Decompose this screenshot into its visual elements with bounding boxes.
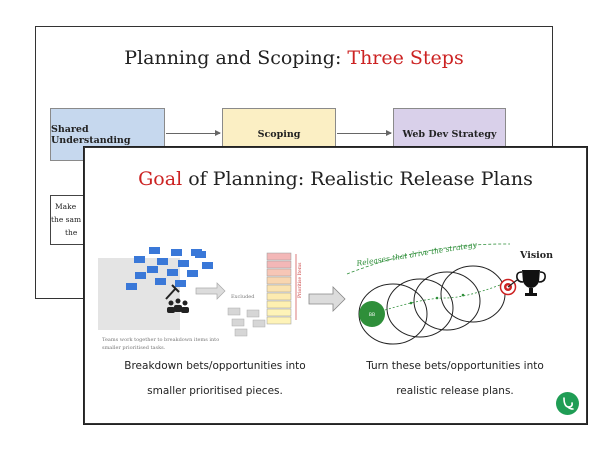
backlog-panel bbox=[98, 258, 180, 330]
step-1-label: Shared Understanding bbox=[51, 123, 131, 146]
team-note-1: Teams work together to breakdown items i… bbox=[102, 337, 219, 343]
step-shared-understanding: Shared Understanding bbox=[50, 108, 165, 161]
front-title-main: of Planning: Realistic Release Plans bbox=[182, 168, 533, 190]
release-points bbox=[409, 293, 465, 305]
vision-label: Vision bbox=[519, 250, 553, 261]
right-caption-line1: Turn these bets/opportunities into bbox=[366, 360, 544, 372]
release-circles bbox=[358, 265, 506, 345]
desc-line-2: the sam bbox=[51, 215, 82, 224]
desc-line-3: the bbox=[65, 228, 78, 237]
start-label: BB bbox=[369, 312, 375, 318]
prioritise-label: Prioritise Items bbox=[297, 262, 303, 298]
right-caption-line2: realistic release plans. bbox=[396, 385, 514, 397]
left-caption-line2: smaller prioritised pieces. bbox=[147, 385, 283, 397]
priority-stack bbox=[266, 252, 292, 325]
excluded-label: Excluded bbox=[231, 294, 255, 300]
step-arrow-1 bbox=[166, 130, 221, 136]
step-2-label: Scoping bbox=[257, 129, 301, 140]
back-slide-title: Planning and Scoping: Three Steps bbox=[36, 47, 552, 69]
sticky-notes bbox=[126, 247, 213, 290]
back-title-accent: Three Steps bbox=[347, 47, 464, 69]
back-title-main: Planning and Scoping: bbox=[124, 47, 348, 69]
planning-illustration: Teams work together to breakdown items i… bbox=[98, 240, 553, 351]
left-caption-line1: Breakdown bets/opportunities into bbox=[124, 360, 306, 372]
strategy-line bbox=[346, 243, 511, 275]
front-slide-title: Goal of Planning: Realistic Release Plan… bbox=[85, 168, 586, 190]
start-circle bbox=[359, 301, 385, 327]
trophy-icon bbox=[516, 270, 546, 296]
front-title-accent: Goal bbox=[138, 168, 183, 190]
releases-label: Releases that drive the strategy bbox=[355, 240, 478, 268]
release-path bbox=[384, 284, 501, 311]
front-slide: Goal of Planning: Realistic Release Plan… bbox=[84, 147, 587, 424]
target-icon bbox=[499, 278, 518, 296]
desc-line-1: Make bbox=[55, 202, 77, 211]
step-3-label: Web Dev Strategy bbox=[402, 129, 497, 140]
excluded-items bbox=[227, 307, 266, 337]
arrow-to-excluded bbox=[195, 282, 226, 300]
team-icon bbox=[167, 298, 189, 313]
logo-icon bbox=[556, 392, 579, 415]
team-note-2: smaller prioritised tasks. bbox=[102, 345, 166, 351]
arrow-to-releases bbox=[308, 286, 346, 312]
hammer-icon bbox=[165, 284, 180, 300]
step-arrow-2 bbox=[337, 130, 392, 136]
